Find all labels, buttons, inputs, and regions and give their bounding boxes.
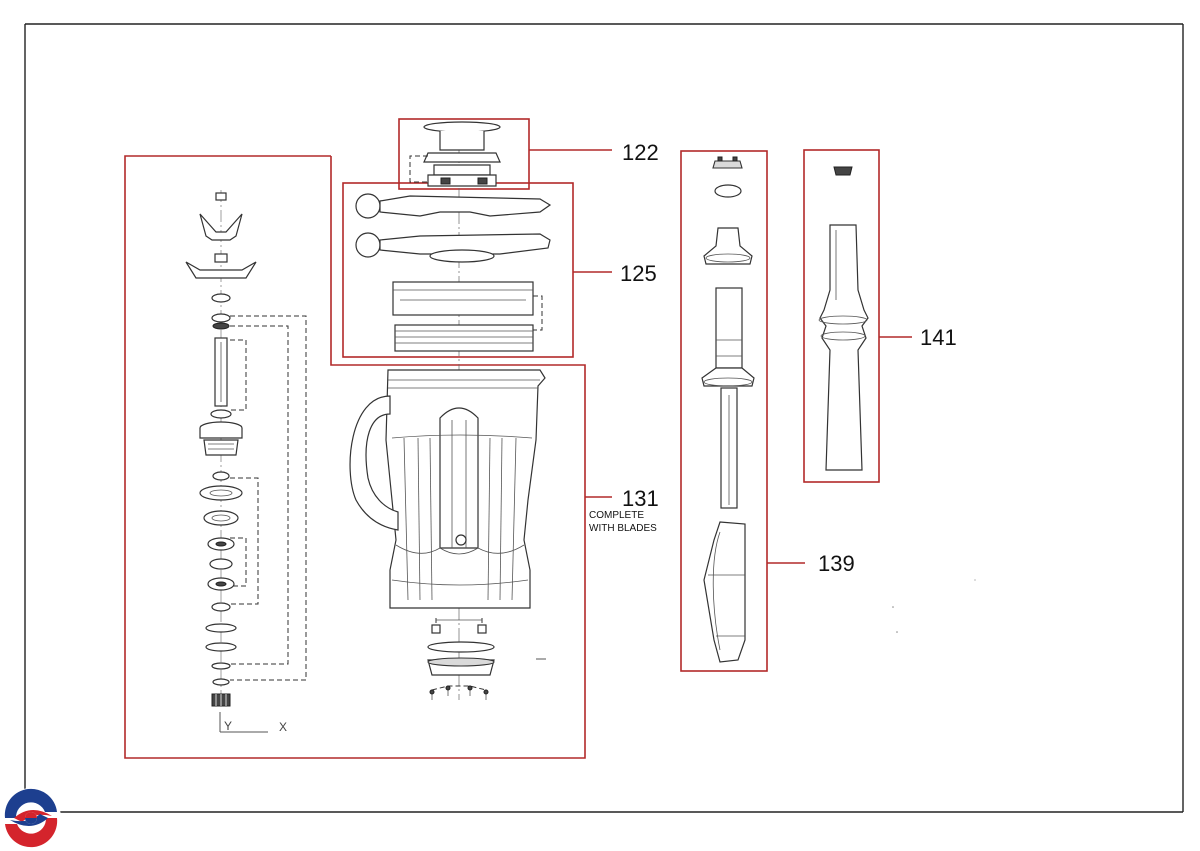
part-131-jar [349, 369, 546, 700]
callout-141: 141 [920, 325, 957, 350]
callout-131: 131 [622, 486, 659, 511]
axis-label-y: Y [224, 719, 232, 733]
callout-box-139 [680, 150, 768, 672]
callout-131-note-line2: WITH BLADES [589, 523, 657, 534]
callout-labels: 122 125 131 COMPLETE WITH BLADES 139 141 [589, 140, 957, 576]
axis-label-x: X [279, 720, 287, 734]
callout-139: 139 [818, 551, 855, 576]
callout-box-122 [398, 118, 530, 190]
part-139-tamper [701, 156, 755, 663]
scan-specks [892, 579, 976, 633]
part-122-lid-cap [409, 121, 501, 187]
part-141-tamper [818, 166, 869, 471]
callout-131-note-line1: COMPLETE [589, 510, 644, 521]
part-125-jar-lid [355, 193, 552, 352]
brand-logo-icon [1, 788, 61, 848]
callout-boxes [124, 118, 912, 759]
callout-122: 122 [622, 140, 659, 165]
axis-indicator: Y X [219, 712, 287, 734]
callout-box-141 [803, 149, 880, 483]
page-frame [24, 23, 1184, 813]
callout-125: 125 [620, 261, 657, 286]
callout-box-131 [124, 155, 586, 759]
base-screws [429, 685, 489, 700]
blade-assembly-exploded [185, 190, 307, 707]
